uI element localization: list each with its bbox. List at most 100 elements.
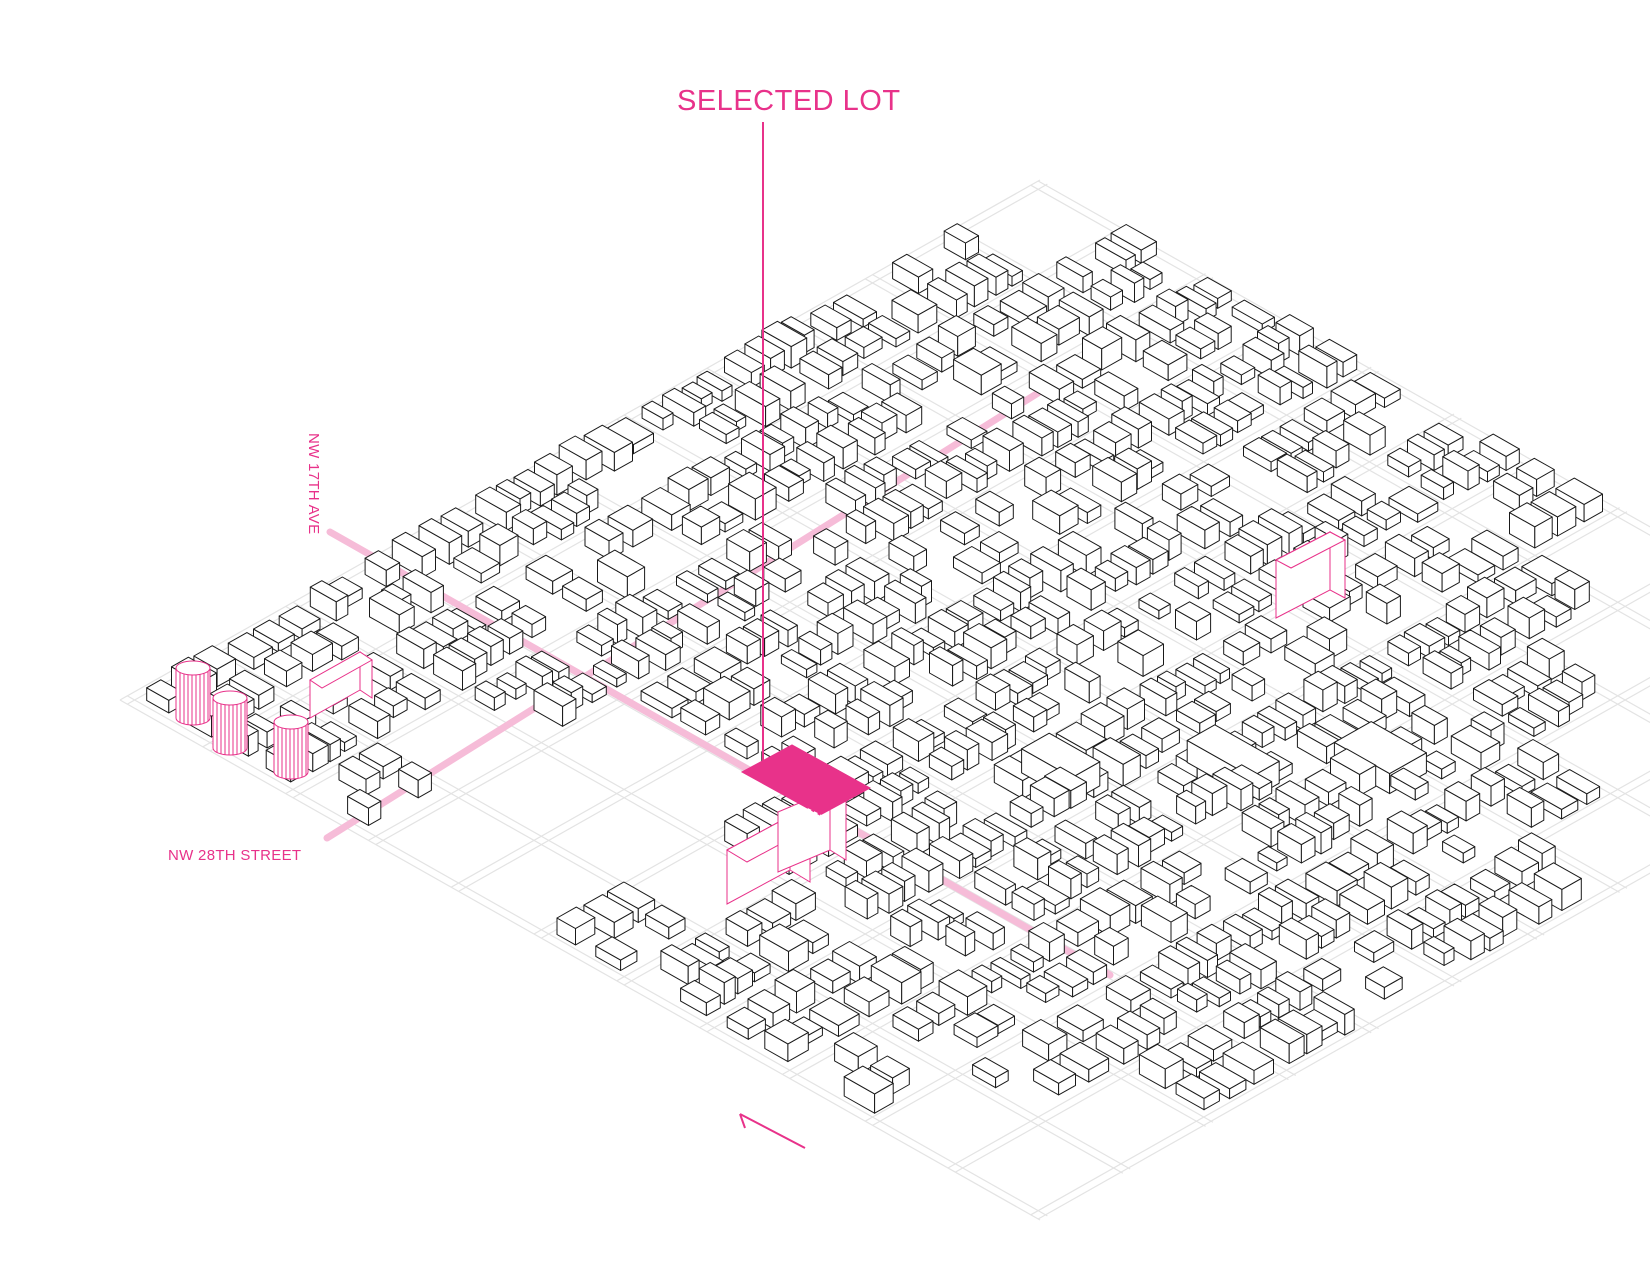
tank-top	[273, 714, 309, 730]
building-roof	[1187, 1024, 1233, 1051]
building-roof	[348, 697, 391, 723]
building	[892, 447, 931, 480]
building-roof	[1442, 834, 1476, 854]
building-roof	[691, 456, 730, 479]
building-roof	[229, 669, 275, 696]
building	[1229, 943, 1277, 990]
building-roof	[983, 812, 1028, 838]
building-roof	[1330, 748, 1377, 775]
building-roof	[1307, 493, 1356, 522]
building	[1526, 637, 1565, 682]
building-roof	[474, 680, 506, 699]
building-roof	[364, 550, 401, 571]
building	[641, 487, 691, 531]
complex-roof	[309, 651, 373, 689]
building	[953, 1012, 999, 1048]
building-roof	[1140, 860, 1183, 885]
building	[1142, 339, 1188, 382]
building-roof	[728, 471, 777, 500]
building-roof	[1494, 566, 1537, 592]
building	[929, 836, 974, 879]
building	[1013, 837, 1052, 881]
building-roof	[558, 435, 603, 461]
building	[1156, 288, 1189, 327]
building	[1470, 767, 1505, 807]
building	[1257, 368, 1292, 406]
building-roof	[1259, 1018, 1305, 1045]
building-roof	[511, 604, 547, 625]
building	[780, 649, 818, 679]
selected-lot-parcel[interactable]	[740, 744, 872, 816]
building-roof	[1186, 724, 1280, 778]
building-roof	[901, 847, 944, 872]
building	[474, 680, 506, 711]
building	[1056, 908, 1099, 947]
building-roof	[724, 450, 758, 470]
building-roof	[1354, 930, 1395, 954]
building-roof	[264, 649, 303, 672]
building-roof	[703, 675, 751, 704]
building	[1175, 419, 1218, 455]
building-roof	[1194, 312, 1232, 335]
building-roof	[402, 569, 444, 593]
building	[953, 546, 1001, 585]
building-roof	[1032, 489, 1079, 517]
building-roof	[1223, 631, 1261, 653]
building-roof	[943, 697, 987, 723]
building-roof	[1196, 923, 1232, 944]
building	[717, 591, 756, 622]
building-roof	[562, 576, 603, 600]
building-roof	[726, 1006, 766, 1030]
building-roof	[1478, 895, 1518, 918]
building-roof	[662, 387, 707, 414]
building	[962, 818, 1004, 858]
building-roof	[1406, 906, 1446, 930]
building-roof	[1444, 781, 1481, 802]
building-roof	[615, 593, 658, 618]
building-roof	[1058, 291, 1104, 318]
building	[1386, 810, 1428, 855]
building-roof	[635, 629, 681, 656]
building-roof	[825, 859, 859, 879]
building	[1138, 1043, 1184, 1090]
building-roof	[1191, 773, 1228, 795]
building-roof	[695, 932, 730, 953]
tank-top	[212, 690, 248, 706]
building	[1140, 895, 1188, 943]
building-roof	[860, 681, 904, 706]
building-roof	[338, 755, 381, 780]
building	[1011, 317, 1058, 363]
building-roof	[1508, 882, 1553, 908]
building-roof	[1158, 945, 1201, 970]
building-roof	[1059, 1041, 1110, 1071]
building-roof	[980, 531, 1019, 554]
road-edge	[450, 366, 1372, 888]
building-roof	[1276, 453, 1318, 478]
building	[1032, 489, 1079, 535]
building	[1278, 917, 1319, 960]
building-roof	[667, 466, 709, 491]
building-roof	[391, 531, 436, 558]
building	[1083, 609, 1122, 651]
building-roof	[1284, 635, 1335, 665]
selected-lot[interactable]	[740, 744, 872, 817]
building-roof	[1025, 880, 1070, 906]
building-roof	[1066, 949, 1108, 973]
building-roof	[844, 464, 886, 489]
building	[916, 991, 956, 1026]
building-roof	[945, 455, 988, 480]
building	[1509, 502, 1553, 549]
building-roof	[974, 866, 1016, 890]
building-roof	[1177, 982, 1208, 1001]
building-roof	[1294, 449, 1335, 473]
building-roof	[810, 304, 852, 329]
building	[1443, 917, 1485, 961]
building-roof	[999, 289, 1048, 317]
building-roof	[1407, 433, 1445, 456]
building-roof	[433, 646, 477, 672]
building	[868, 315, 911, 348]
building-roof	[779, 458, 811, 477]
building-roof	[1047, 398, 1089, 423]
building	[774, 968, 816, 1014]
building	[863, 640, 910, 686]
